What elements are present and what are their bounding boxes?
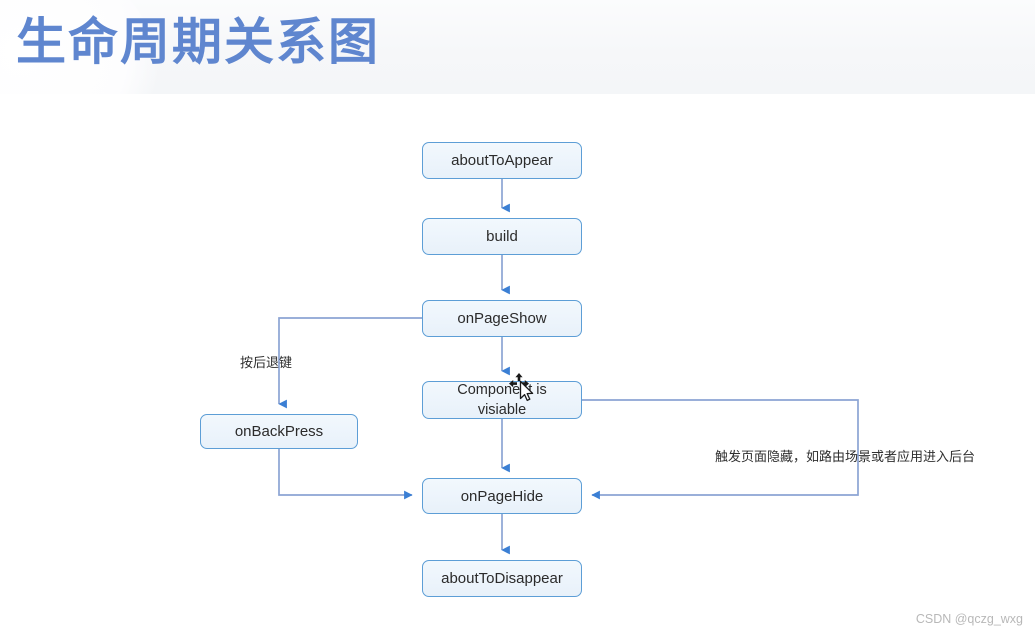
node-label: aboutToAppear: [451, 152, 553, 169]
edge-label-back-key: 按后退键: [240, 356, 293, 371]
node-build[interactable]: build: [422, 218, 582, 255]
header-band: 生命周期关系图: [0, 0, 1035, 94]
node-about-to-appear[interactable]: aboutToAppear: [422, 142, 582, 179]
node-label: build: [486, 228, 518, 245]
page-title: 生命周期关系图: [16, 13, 380, 71]
node-about-to-disappear[interactable]: aboutToDisappear: [422, 560, 582, 597]
header-decorative-blob: [0, 0, 158, 94]
csdn-watermark: CSDN @qczg_wxg: [915, 612, 1023, 626]
node-label: aboutToDisappear: [441, 570, 563, 587]
node-on-page-hide[interactable]: onPageHide: [422, 478, 582, 514]
node-label: onBackPress: [234, 423, 324, 440]
node-on-back-press[interactable]: onBackPress: [200, 414, 358, 449]
node-label-line1: Component is: [457, 382, 547, 398]
edge-backpress-to-pagehide: [278, 449, 413, 500]
flow-connectors: [278, 179, 859, 555]
edge-visible-to-pagehide-right: [582, 399, 859, 500]
node-label: onPageShow: [457, 310, 547, 327]
node-component-is-visiable[interactable]: Component is visiable: [422, 381, 582, 419]
edge-pageshow-to-backpress: [278, 317, 422, 409]
edge-label-page-hide-trigger: 触发页面隐藏，如路由场景或者应用进入后台: [715, 450, 976, 465]
node-label: onPageHide: [460, 487, 544, 505]
node-on-page-show[interactable]: onPageShow: [422, 300, 582, 337]
diagram-canvas: aboutToAppear build onPageShow Component…: [0, 94, 1035, 634]
node-label-line2: visiable: [477, 402, 527, 418]
